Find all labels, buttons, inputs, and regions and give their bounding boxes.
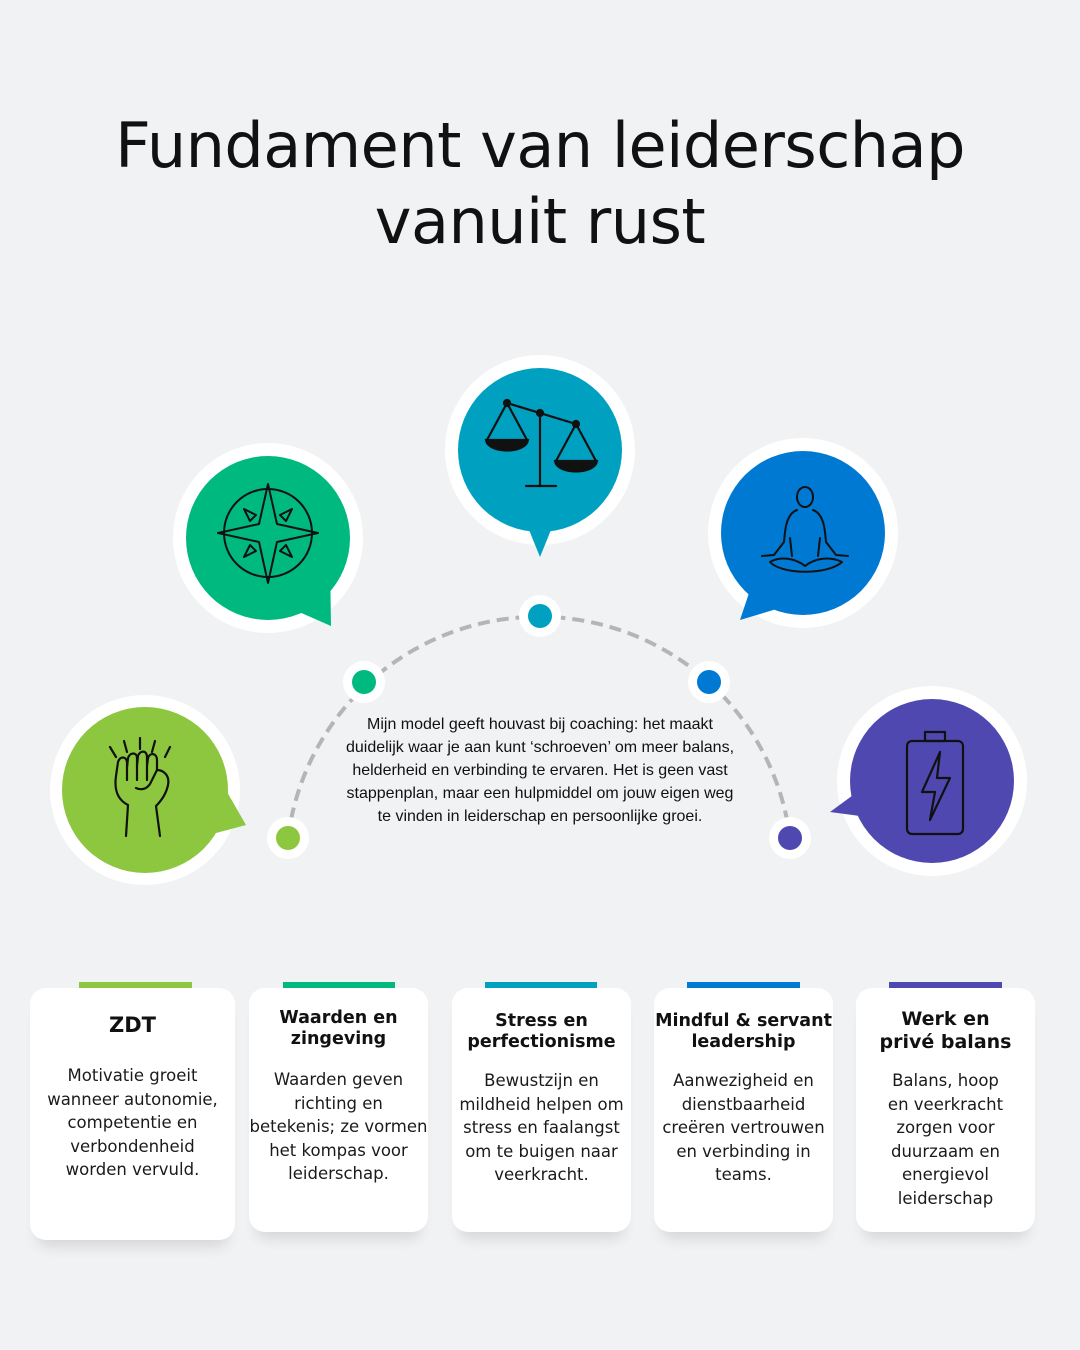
card-body: Bewustzijn en mildheid helpen om stress … [459, 1071, 624, 1184]
card-balans: Werk en privé balans Balans, hoop en vee… [856, 988, 1035, 1232]
bubble-balans [830, 686, 1027, 876]
compass-star-icon [217, 483, 319, 584]
scales-icon [484, 398, 599, 488]
card-title: Stress en perfectionisme [467, 1011, 616, 1052]
card-accent-bar [889, 982, 1002, 993]
card-stress: Stress en perfectionisme Bewustzijn en m… [452, 988, 631, 1232]
intro-text: Mijn model geeft houvast bij coaching: h… [345, 716, 735, 825]
page-title: Fundament van leiderschap vanuit rust [0, 108, 1080, 260]
arc-node-mindful [688, 661, 730, 703]
title-line-1: Fundament van leiderschap [115, 109, 965, 182]
arc-node-waarden [343, 661, 385, 703]
card-title: ZDT [109, 1013, 156, 1037]
card-accent-bar [485, 982, 597, 993]
card-title: Waarden en zingeving [279, 1008, 398, 1049]
card-body: Balans, hoop en veerkracht zorgen voor d… [887, 1071, 1004, 1208]
card-title: Werk en privé balans [879, 1008, 1012, 1053]
arc-node-zdt [267, 817, 309, 859]
card-body: Aanwezigheid en dienstbaarheid creëren v… [662, 1071, 825, 1184]
arc-node-balans [769, 817, 811, 859]
bubble-mindful [708, 438, 898, 628]
battery-lightning-icon [905, 730, 965, 836]
bubble-zdt [50, 695, 246, 885]
card-mindful: Mindful & servant leadership Aanwezighei… [654, 988, 833, 1232]
card-zdt: ZDT Motivatie groeit wanneer autonomie, … [30, 988, 235, 1240]
card-accent-bar [79, 982, 192, 993]
arc-node-stress [519, 595, 561, 637]
card-body: Motivatie groeit wanneer autonomie, comp… [47, 1066, 218, 1179]
raised-fist-icon [108, 736, 172, 838]
model-diagram [50, 355, 1027, 885]
card-body: Waarden geven richting en betekenis; ze … [249, 1070, 428, 1183]
card-accent-bar [687, 982, 800, 993]
card-accent-bar [283, 982, 395, 993]
meditation-icon [761, 486, 849, 573]
title-line-2: vanuit rust [374, 185, 706, 258]
bubble-stress [445, 355, 635, 557]
bubble-waarden [173, 443, 363, 633]
card-waarden: Waarden en zingeving Waarden geven richt… [249, 988, 428, 1232]
card-title: Mindful & servant leadership [655, 1011, 832, 1052]
